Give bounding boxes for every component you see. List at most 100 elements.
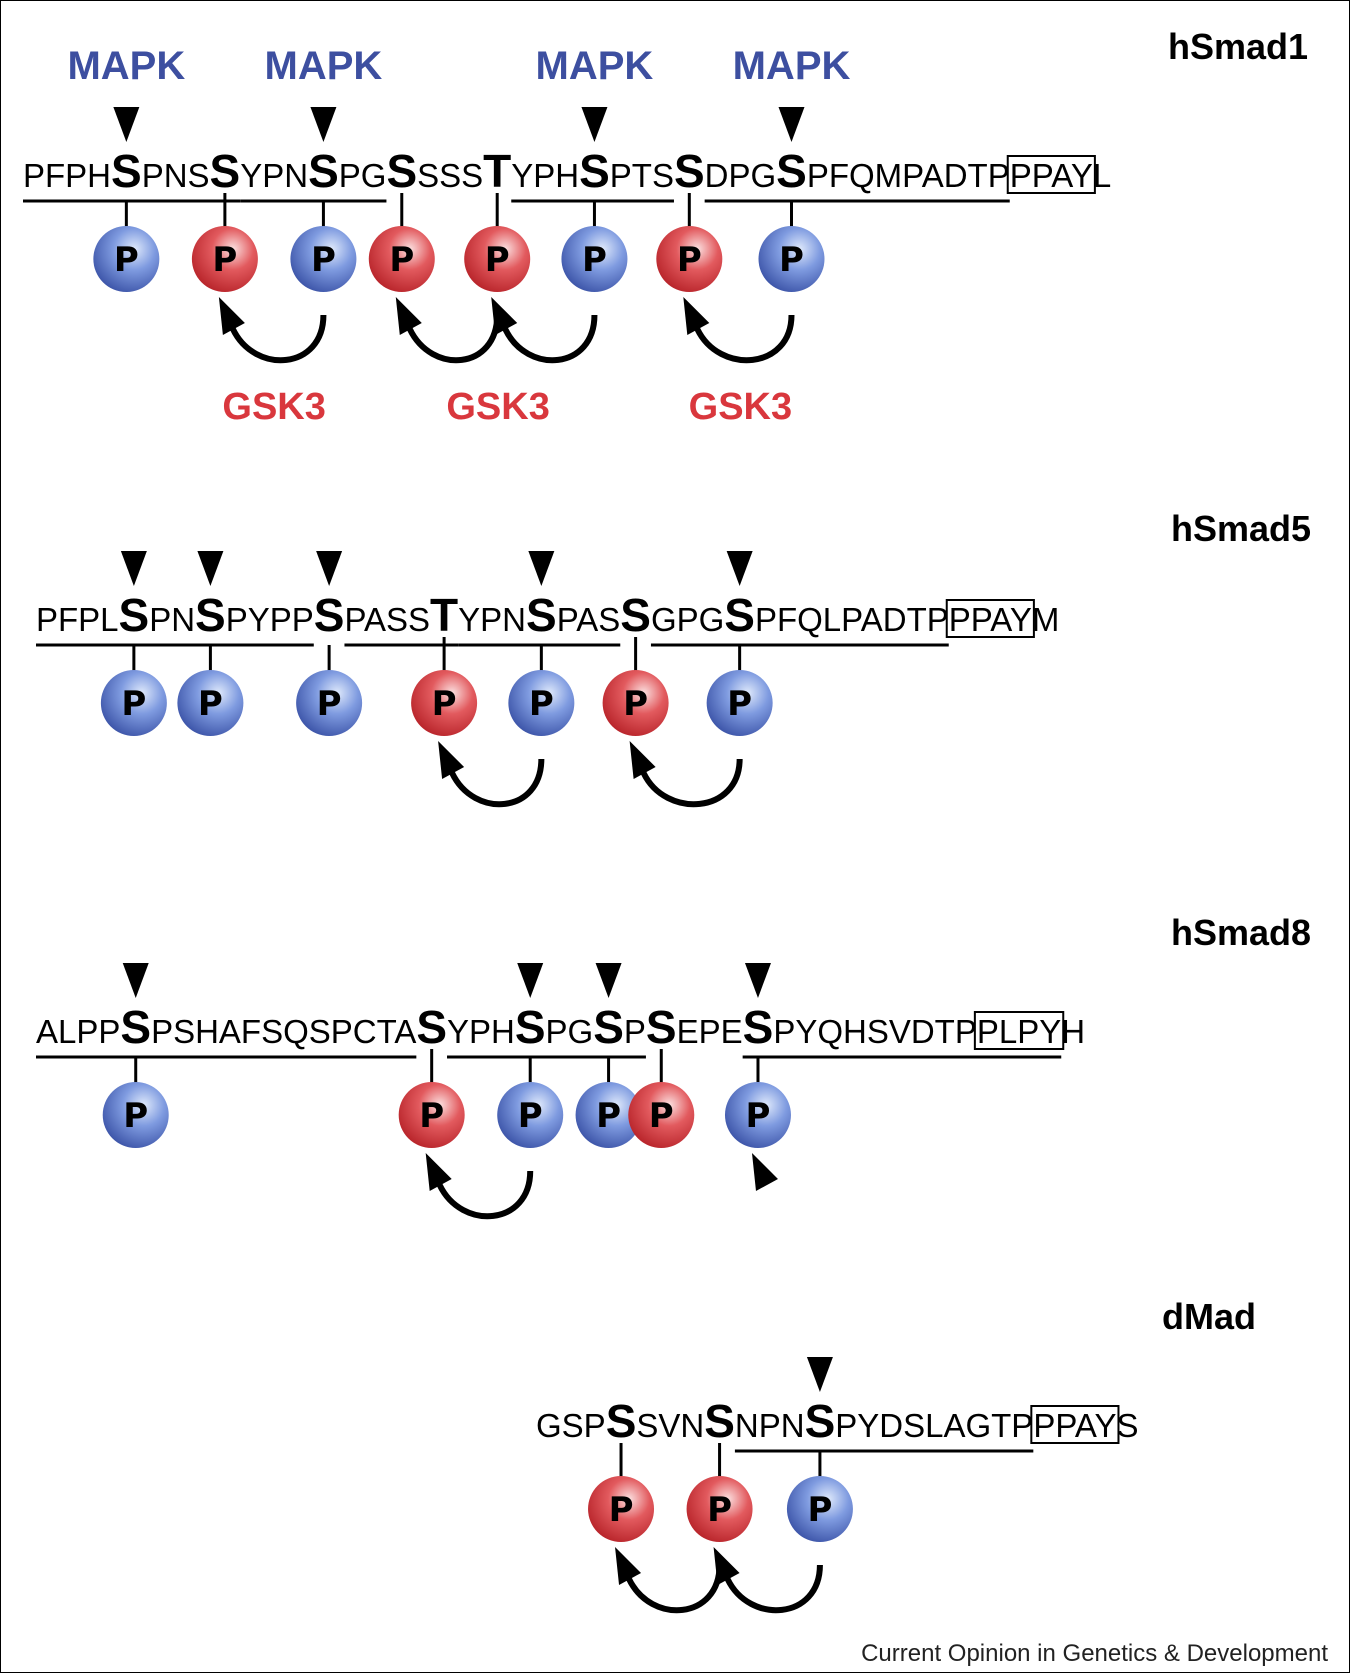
svg-text:P: P xyxy=(807,1490,832,1530)
sequence-segment: P xyxy=(624,1013,646,1050)
svg-text:P: P xyxy=(121,684,146,724)
mapk-arrowhead-icon xyxy=(778,107,805,142)
mapk-phosphate-icon: P xyxy=(177,670,244,736)
sequence-segment: PFPH xyxy=(23,157,111,194)
protein-name: hSmad5 xyxy=(1171,508,1311,549)
sequence-segment: GSP xyxy=(536,1407,606,1444)
svg-text:P: P xyxy=(529,684,554,724)
svg-text:P: P xyxy=(432,684,457,724)
mapk-arrowhead-icon xyxy=(316,551,343,586)
mapk-phosphate-icon: P xyxy=(758,226,825,292)
credit-line: Current Opinion in Genetics & Developmen… xyxy=(861,1640,1328,1667)
arrowhead-icon xyxy=(615,1547,642,1585)
phospho-site-residue: S xyxy=(776,145,807,197)
mapk-arrowhead-icon xyxy=(581,107,608,142)
protein-name: dMad xyxy=(1162,1296,1256,1337)
mapk-arrowhead-icon xyxy=(726,551,753,586)
sequence-segment: PYPP xyxy=(226,601,314,638)
mapk-arrowhead-icon xyxy=(595,963,622,998)
mapk-phosphate-icon: P xyxy=(296,670,363,736)
phospho-site-residue: S xyxy=(416,1001,447,1053)
phospho-site-residue: S xyxy=(743,1001,774,1053)
svg-text:P: P xyxy=(727,684,752,724)
svg-text:P: P xyxy=(779,240,804,280)
arrowhead-icon xyxy=(683,297,710,335)
arrowhead-icon xyxy=(218,297,245,335)
sequence-segment: PG xyxy=(339,157,387,194)
phospho-site-residue: S xyxy=(646,1001,677,1053)
sequence-segment: L xyxy=(1093,157,1111,194)
phospho-site-residue: S xyxy=(515,1001,546,1053)
arrowhead-icon xyxy=(491,297,518,335)
sequence-segment: PFQLPADTP xyxy=(755,601,949,638)
mapk-phosphate-icon: P xyxy=(290,226,357,292)
phospho-site-residue: S xyxy=(308,145,339,197)
svg-text:P: P xyxy=(518,1096,543,1136)
sequence-segment: PAS xyxy=(557,601,621,638)
phospho-site-residue: S xyxy=(210,145,241,197)
gsk3-label: GSK3 xyxy=(689,386,792,428)
sequence-segment: H xyxy=(1061,1013,1085,1050)
gsk3-label: GSK3 xyxy=(446,386,549,428)
sequence-segment: S xyxy=(1116,1407,1138,1444)
mapk-arrowhead-icon xyxy=(806,1357,833,1392)
ppxy-motif: PPAY xyxy=(1033,1407,1116,1444)
ppxy-motif: PLPY xyxy=(977,1013,1061,1050)
sequence-segment: PG xyxy=(546,1013,594,1050)
mapk-phosphate-icon: P xyxy=(724,1082,791,1148)
mapk-phosphate-icon: P xyxy=(706,670,773,736)
gsk3-priming-arrow xyxy=(640,758,743,808)
phospho-site-residue: S xyxy=(674,145,705,197)
svg-text:P: P xyxy=(317,684,342,724)
gsk3-priming-arrow xyxy=(449,758,545,808)
sequence-segment: YPN xyxy=(240,157,308,194)
phospho-site-residue: S xyxy=(526,589,557,641)
svg-text:P: P xyxy=(609,1490,634,1530)
sequence-segment: M xyxy=(1032,601,1060,638)
svg-text:P: P xyxy=(485,240,510,280)
phospho-site-residue: S xyxy=(593,1001,624,1053)
mapk-phosphate-icon: P xyxy=(786,1476,853,1542)
mapk-phosphate-icon: P xyxy=(93,226,160,292)
svg-text:P: P xyxy=(746,1096,771,1136)
svg-text:P: P xyxy=(707,1490,732,1530)
gsk3-priming-arrow xyxy=(724,1564,823,1614)
sequence-segment: PTS xyxy=(610,157,674,194)
phospho-site-residue: S xyxy=(805,1395,836,1447)
sequence-segment: PFQMPADTP xyxy=(807,157,1010,194)
phospho-site-residue: S xyxy=(119,589,150,641)
svg-text:P: P xyxy=(114,240,139,280)
phospho-site-residue: S xyxy=(724,589,755,641)
mapk-label: MAPK xyxy=(265,44,383,88)
mapk-phosphate-icon: P xyxy=(100,670,167,736)
sequence-segment: PFPL xyxy=(36,601,119,638)
gsk3-priming-arrow xyxy=(436,1170,534,1220)
gsk3-phosphate-icon: P xyxy=(588,1476,655,1542)
mapk-phosphate-icon: P xyxy=(575,1082,642,1148)
mapk-arrowhead-icon xyxy=(113,107,140,142)
sequence-segment: PASS xyxy=(344,601,430,638)
phospho-site-residue: S xyxy=(314,589,345,641)
gsk3-phosphate-icon: P xyxy=(191,226,258,292)
sequence-segment: PSHAFSQSPCTA xyxy=(151,1013,416,1050)
phospho-site-residue: S xyxy=(704,1395,735,1447)
mapk-phosphate-icon: P xyxy=(508,670,575,736)
ppxy-box xyxy=(1006,155,1096,194)
ppxy-box xyxy=(973,1011,1065,1050)
gsk3-priming-arrow xyxy=(230,314,327,364)
protein-name: hSmad1 xyxy=(1168,26,1308,67)
ppxy-motif: PPAY xyxy=(1010,157,1093,194)
gsk3-phosphate-icon: P xyxy=(411,670,478,736)
sequence-segment: YPH xyxy=(511,157,579,194)
gsk3-phosphate-icon: P xyxy=(368,226,435,292)
mapk-arrowhead-icon xyxy=(122,963,149,998)
svg-text:P: P xyxy=(389,240,414,280)
svg-text:P: P xyxy=(677,240,702,280)
mapk-arrowhead-icon xyxy=(310,107,337,142)
arrowhead-icon xyxy=(395,297,422,335)
svg-text:P: P xyxy=(649,1096,674,1136)
arrowhead-icon xyxy=(751,1153,778,1191)
sequence-segment: SVN xyxy=(636,1407,704,1444)
